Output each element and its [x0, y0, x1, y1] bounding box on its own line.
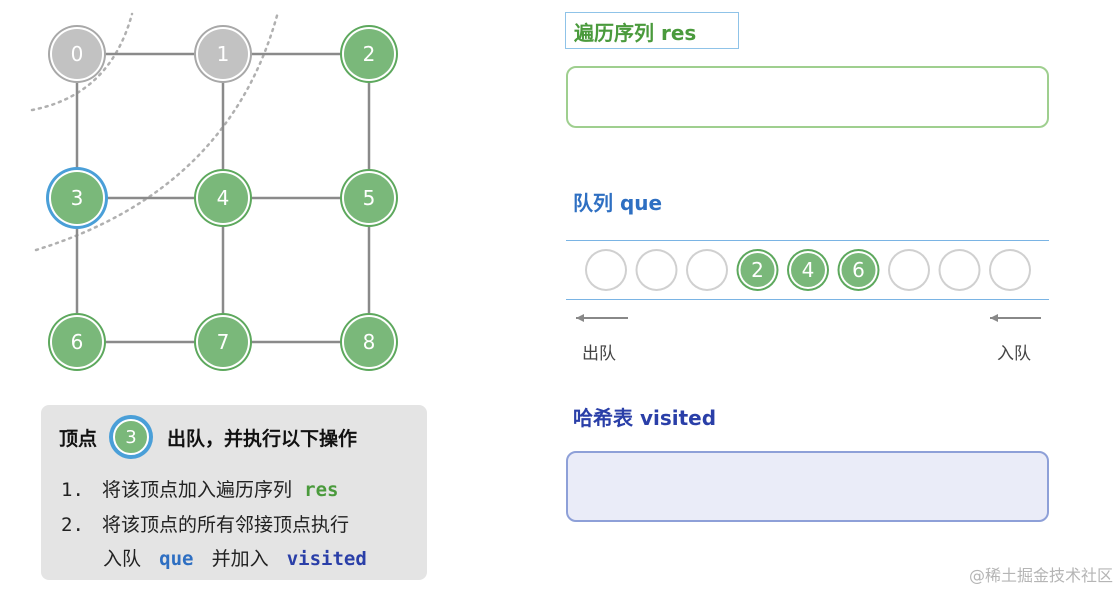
- node-label: 3: [71, 186, 84, 210]
- enqueue-arrow-icon: [990, 314, 1041, 322]
- layer-arc-2: [34, 10, 280, 252]
- layer-arc-1: [30, 12, 134, 112]
- step-line-2-text: 将该顶点的所有邻接顶点执行: [102, 514, 350, 536]
- queue-top-border: [566, 240, 1049, 241]
- queue-title: 队列 que: [573, 191, 663, 215]
- node-fill: [198, 317, 248, 367]
- heading-node-label: 3: [113, 419, 150, 455]
- node-fill: [52, 29, 102, 79]
- step-info-heading: 顶点 3 出队，并执行以下操作: [59, 415, 358, 459]
- step-line-2: 2. 将该顶点的所有邻接顶点执行: [61, 510, 349, 537]
- queue-empty-slot: [938, 249, 981, 291]
- node-label: 2: [751, 258, 764, 282]
- graph-nodes: 0 1 2 3 4 5 6 7 8: [46, 25, 398, 371]
- graph-node-5: 5: [340, 169, 398, 227]
- node-fill: [51, 172, 103, 224]
- queue-slots: 2 4 6: [585, 249, 1031, 291]
- node-label: 4: [217, 186, 230, 210]
- node-fill: [52, 317, 102, 367]
- heading-prefix: 顶点: [59, 427, 98, 450]
- node-fill: [942, 253, 977, 287]
- heading-suffix: 出队，并执行以下操作: [167, 427, 358, 450]
- queue-empty-slot: [888, 249, 930, 291]
- queue-empty-slot: [686, 249, 728, 291]
- dequeue-arrow-icon: [576, 314, 628, 322]
- node-label: 6: [852, 258, 865, 282]
- queue-empty-slot: [585, 249, 627, 291]
- enqueue-label: 入队: [997, 344, 1031, 364]
- visited-container: [566, 451, 1049, 522]
- node-fill: [344, 29, 394, 79]
- step-line-3-keyword-visited: visited: [286, 548, 367, 570]
- node-label: 5: [363, 186, 376, 210]
- node-fill: [740, 253, 775, 287]
- queue-empty-slot: [635, 249, 678, 291]
- node-label: 0: [71, 42, 84, 66]
- bfs-layer-arcs: [30, 10, 280, 252]
- node-label: 8: [363, 330, 376, 354]
- graph-node-7: 7: [194, 313, 252, 371]
- queue-item-2: 2: [736, 249, 779, 291]
- step-line-3-add-text: 并加入: [211, 548, 269, 570]
- node-label: 6: [71, 330, 84, 354]
- step-line-1: 1. 将该顶点加入遍历序列 res: [61, 475, 338, 502]
- queue-bottom-border: [566, 299, 1049, 300]
- step-line-1-number: 1.: [61, 479, 84, 501]
- step-info-box: 顶点 3 出队，并执行以下操作 1. 将该顶点加入遍历序列 res 2. 将该顶…: [41, 405, 427, 580]
- node-fill: [198, 173, 248, 223]
- watermark: @稀土掘金技术社区: [968, 566, 1113, 585]
- node-fill: [198, 29, 248, 79]
- node-fill: [791, 253, 825, 287]
- step-line-1-text: 将该顶点加入遍历序列: [102, 479, 293, 501]
- graph-node-1: 1: [194, 25, 252, 83]
- graph-node-8: 8: [340, 313, 398, 371]
- queue-item-6: 6: [837, 249, 880, 291]
- heading-node-badge: 3: [109, 415, 154, 459]
- node-fill: [892, 253, 926, 287]
- node-fill: [690, 253, 724, 287]
- step-line-1-keyword: res: [304, 479, 339, 501]
- node-fill: [841, 253, 876, 287]
- queue-arrows: [576, 314, 1041, 322]
- graph-node-2: 2: [340, 25, 398, 83]
- node-label: 1: [217, 42, 230, 66]
- res-container: [566, 66, 1049, 128]
- queue-item-4: 4: [787, 249, 829, 291]
- queue-empty-slot: [989, 249, 1031, 291]
- node-label: 7: [217, 330, 230, 354]
- step-line-3-enqueue-text: 入队: [103, 548, 142, 570]
- graph-node-3: 3: [46, 167, 108, 229]
- node-label: 4: [802, 258, 815, 282]
- res-title: 遍历序列 res: [565, 12, 739, 49]
- step-line-2-number: 2.: [61, 514, 84, 536]
- step-line-3: 入队 que 并加入 visited: [103, 544, 367, 571]
- node-fill: [589, 253, 623, 287]
- graph-node-0: 0: [48, 25, 106, 83]
- node-fill: [639, 253, 674, 287]
- graph-node-4: 4: [194, 169, 252, 227]
- dequeue-label: 出队: [582, 344, 616, 364]
- node-fill: [344, 317, 394, 367]
- node-fill: [993, 253, 1027, 287]
- node-fill: [344, 173, 394, 223]
- step-line-3-keyword-que: que: [159, 548, 194, 570]
- graph-node-6: 6: [48, 313, 106, 371]
- node-label: 2: [363, 42, 376, 66]
- visited-title: 哈希表 visited: [573, 406, 717, 430]
